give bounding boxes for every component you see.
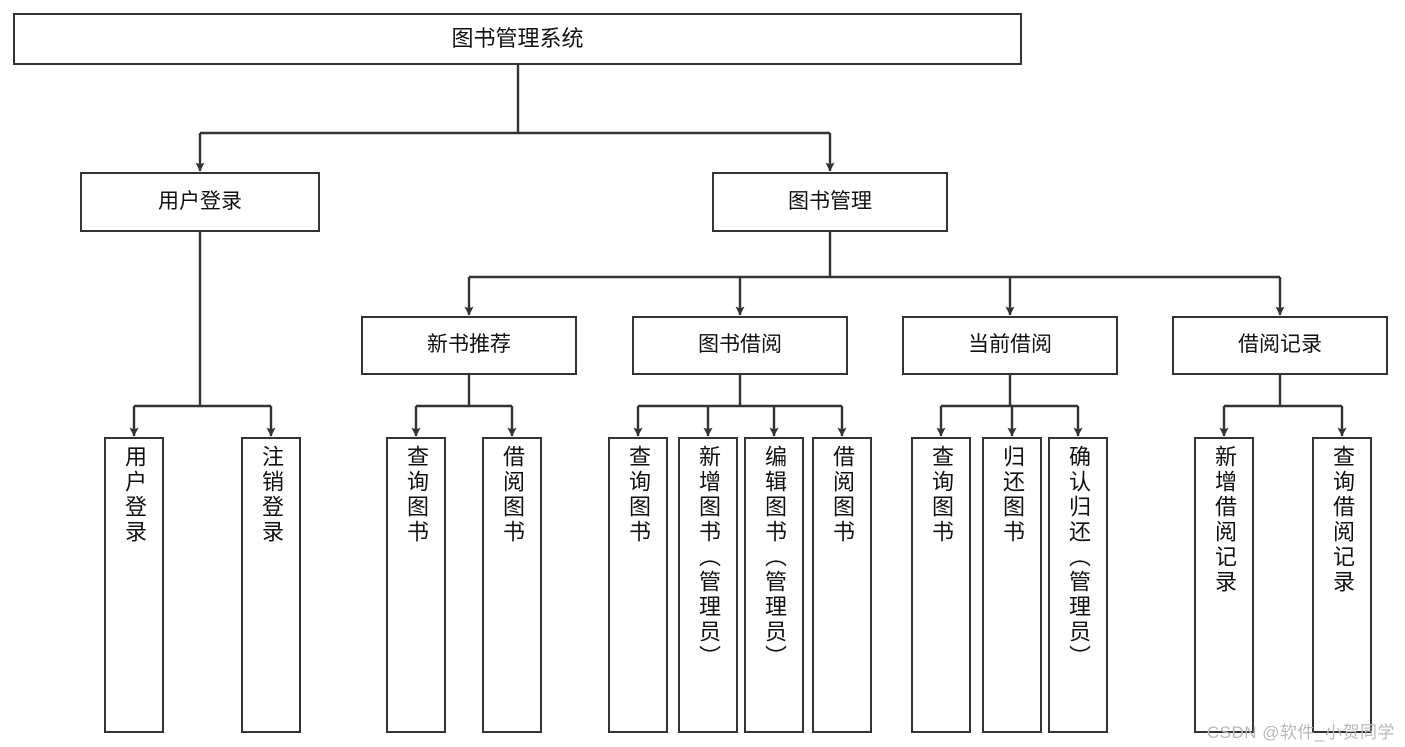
node-label: 图书借阅: [698, 333, 782, 357]
node-label: 查询图书: [404, 445, 429, 545]
node-label: 借阅记录: [1238, 333, 1322, 357]
node-leaf-query-1: 查询图书: [386, 437, 446, 733]
node-label: 查询借阅记录: [1330, 445, 1355, 595]
node-root: 图书管理系统: [13, 13, 1022, 65]
node-leaf-add-record: 新增借阅记录: [1194, 437, 1254, 733]
node-label: 当前借阅: [968, 333, 1052, 357]
node-label: 新增借阅记录: [1212, 445, 1237, 595]
node-label: 借阅图书: [830, 445, 855, 545]
node-current-borrow: 当前借阅: [902, 316, 1118, 375]
node-leaf-query-3: 查询图书: [911, 437, 971, 733]
node-leaf-query-record: 查询借阅记录: [1312, 437, 1372, 733]
node-label: 新书推荐: [427, 333, 511, 357]
node-user-login: 用户登录: [80, 172, 320, 232]
node-label: 确认归还（管理员）: [1066, 445, 1091, 670]
node-label: 图书管理系统: [451, 26, 584, 52]
node-label: 图书管理: [788, 189, 872, 213]
node-new-book-rec: 新书推荐: [361, 316, 577, 375]
node-borrow-record: 借阅记录: [1172, 316, 1388, 375]
node-book-manage: 图书管理: [712, 172, 948, 232]
node-leaf-edit-book: 编辑图书（管理员）: [744, 437, 804, 733]
node-label: 注销登录: [259, 445, 284, 545]
node-label: 新增图书（管理员）: [696, 445, 721, 670]
node-label: 用户登录: [122, 445, 147, 545]
node-leaf-user-login: 用户登录: [104, 437, 164, 733]
node-leaf-logout: 注销登录: [241, 437, 301, 733]
node-leaf-query-2: 查询图书: [608, 437, 668, 733]
node-label: 用户登录: [158, 189, 242, 213]
node-label: 查询图书: [929, 445, 954, 545]
node-leaf-add-book: 新增图书（管理员）: [678, 437, 738, 733]
node-label: 查询图书: [626, 445, 651, 545]
node-label: 借阅图书: [500, 445, 525, 545]
node-label: 归还图书: [1000, 445, 1025, 545]
node-leaf-borrow-1: 借阅图书: [482, 437, 542, 733]
node-label: 编辑图书（管理员）: [762, 445, 787, 670]
node-book-borrow: 图书借阅: [632, 316, 848, 375]
node-leaf-borrow-2: 借阅图书: [812, 437, 872, 733]
node-leaf-confirm: 确认归还（管理员）: [1048, 437, 1108, 733]
node-leaf-return: 归还图书: [982, 437, 1042, 733]
